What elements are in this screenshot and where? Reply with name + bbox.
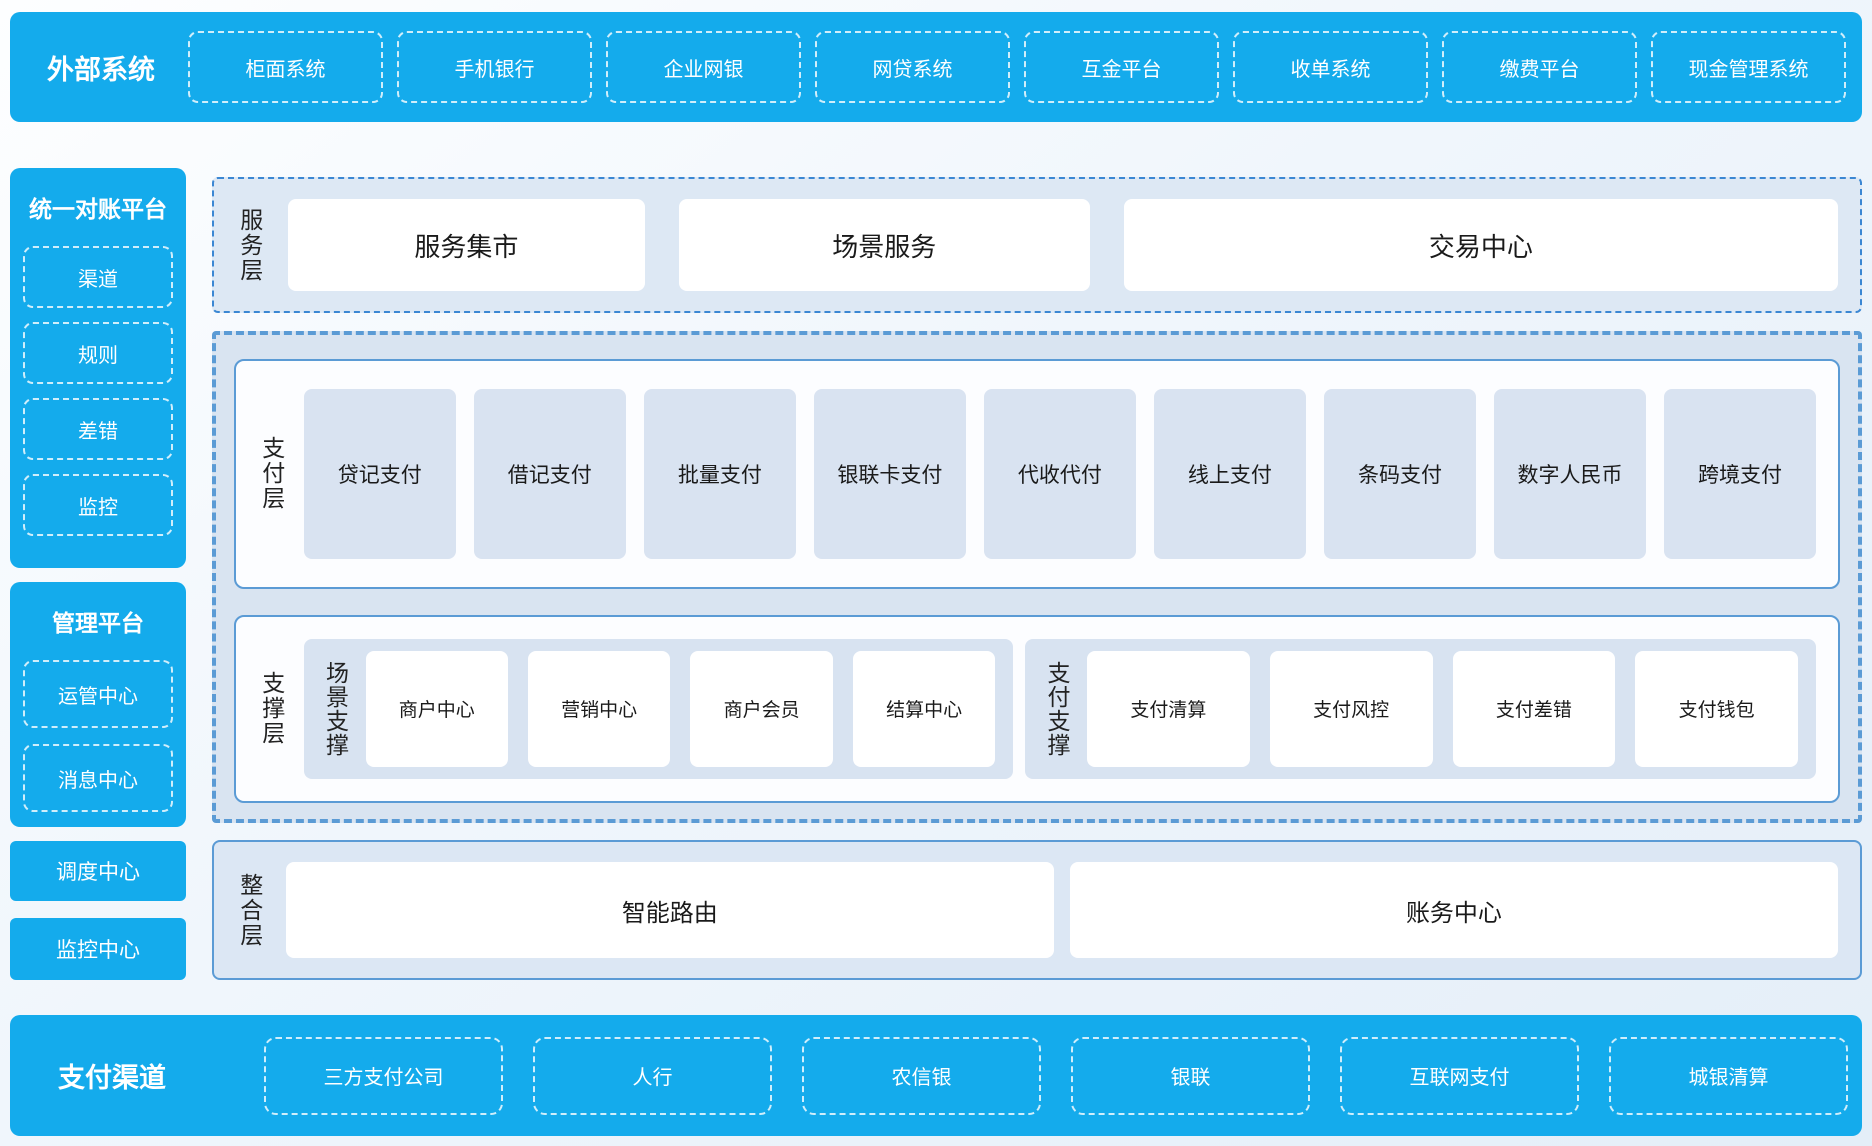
payment-support-label: 支付支撑 (1044, 660, 1071, 757)
external-systems-banner: 外部系统 柜面系统 手机银行 企业网银 网贷系统 互金平台 收单系统 缴费平台 … (10, 12, 1862, 122)
service-box: 服务集市 (287, 199, 645, 291)
reconciliation-item-box: 差错 (23, 398, 173, 460)
external-system-box: 网贷系统 (815, 31, 1010, 103)
payment-layer-label: 支付层 (258, 436, 285, 512)
integration-box: 账务中心 (1069, 862, 1838, 958)
support-layer-label: 支撑层 (258, 671, 285, 747)
reconciliation-platform-panel: 统一对账平台 渠道 规则 差错 监控 (10, 168, 186, 568)
payment-layer-list: 贷记支付 借记支付 批量支付 银联卡支付 代收代付 线上支付 条码支付 数字人民… (303, 389, 1817, 559)
payment-support-box: 支付清算 (1087, 650, 1250, 767)
scene-support-box: 结算中心 (852, 650, 996, 767)
core-layers-container: 支付层 贷记支付 借记支付 批量支付 银联卡支付 代收代付 线上支付 条码支付 … (212, 331, 1862, 823)
payment-support-list: 支付清算 支付风控 支付差错 支付钱包 (1087, 650, 1799, 767)
external-system-box: 互金平台 (1024, 31, 1219, 103)
service-layer-list: 服务集市 场景服务 交易中心 (287, 199, 1839, 291)
external-system-box: 柜面系统 (188, 31, 383, 103)
payment-channels-title: 支付渠道 (58, 1063, 166, 1093)
external-systems-title: 外部系统 (47, 54, 155, 85)
integration-layer-list: 智能路由 账务中心 (285, 862, 1838, 958)
integration-layer-panel: 整合层 智能路由 账务中心 (212, 840, 1862, 980)
payment-layer-panel: 支付层 贷记支付 借记支付 批量支付 银联卡支付 代收代付 线上支付 条码支付 … (234, 359, 1840, 589)
reconciliation-platform-list: 渠道 规则 差错 监控 (23, 246, 173, 536)
service-layer-panel: 服务层 服务集市 场景服务 交易中心 (212, 177, 1862, 313)
management-platform-list: 运管中心 消息中心 (23, 660, 173, 828)
payment-type-box: 代收代付 (983, 389, 1136, 559)
reconciliation-platform-title: 统一对账平台 (29, 196, 167, 222)
management-item-box: 运管中心 (23, 660, 173, 728)
monitor-center-box: 监控中心 (10, 918, 186, 980)
payment-support-box: 支付钱包 (1635, 650, 1799, 767)
payment-channel-box: 银联 (1071, 1036, 1310, 1115)
service-layer-label: 服务层 (236, 207, 263, 283)
external-system-box: 缴费平台 (1442, 31, 1637, 103)
payment-support-box: 支付风控 (1269, 650, 1433, 767)
support-layer-panel: 支撑层 场景支撑 商户中心 营销中心 商户会员 结算中心 支付支撑 (234, 614, 1840, 803)
scene-support-box: 营销中心 (527, 650, 671, 767)
payment-channel-box: 三方支付公司 (264, 1036, 503, 1115)
payment-channels-list: 三方支付公司 人行 农信银 银联 互联网支付 城银清算 (264, 1036, 1848, 1115)
external-system-box: 现金管理系统 (1651, 31, 1846, 103)
management-item-box: 消息中心 (23, 744, 173, 812)
external-system-box: 收单系统 (1233, 31, 1428, 103)
payment-type-box: 银联卡支付 (813, 389, 966, 559)
integration-layer-label: 整合层 (236, 872, 263, 948)
service-box: 场景服务 (678, 199, 1090, 291)
payment-type-box: 批量支付 (643, 389, 796, 559)
payment-channel-box: 互联网支付 (1340, 1036, 1579, 1115)
scene-support-box: 商户中心 (365, 650, 508, 767)
payment-support-group: 支付支撑 支付清算 支付风控 支付差错 支付钱包 (1025, 638, 1816, 779)
payment-channel-box: 人行 (533, 1036, 772, 1115)
external-system-box: 企业网银 (606, 31, 801, 103)
payment-channels-banner: 支付渠道 三方支付公司 人行 农信银 银联 互联网支付 城银清算 (10, 1015, 1862, 1136)
scene-support-box: 商户会员 (690, 650, 833, 767)
payment-channel-box: 城银清算 (1609, 1036, 1848, 1115)
reconciliation-item-box: 渠道 (23, 246, 173, 308)
management-platform-panel: 管理平台 运管中心 消息中心 (10, 582, 186, 827)
dispatch-center-box: 调度中心 (10, 841, 186, 901)
reconciliation-item-box: 监控 (23, 474, 173, 536)
payment-type-box: 贷记支付 (303, 389, 456, 559)
external-systems-list: 柜面系统 手机银行 企业网银 网贷系统 互金平台 收单系统 缴费平台 现金管理系… (188, 31, 1846, 103)
scene-support-label: 场景支撑 (322, 660, 349, 757)
external-system-box: 手机银行 (397, 31, 592, 103)
payment-channel-box: 农信银 (802, 1036, 1041, 1115)
scene-support-group: 场景支撑 商户中心 营销中心 商户会员 结算中心 (303, 638, 1014, 779)
payment-type-box: 跨境支付 (1664, 389, 1817, 559)
scene-support-list: 商户中心 营销中心 商户会员 结算中心 (365, 650, 996, 767)
integration-box: 智能路由 (285, 862, 1054, 958)
payment-type-box: 线上支付 (1153, 389, 1306, 559)
support-groups: 场景支撑 商户中心 营销中心 商户会员 结算中心 支付支撑 (303, 638, 1816, 779)
reconciliation-item-box: 规则 (23, 322, 173, 384)
service-box: 交易中心 (1123, 199, 1839, 291)
payment-type-box: 数字人民币 (1493, 389, 1646, 559)
management-platform-title: 管理平台 (52, 610, 144, 636)
payment-type-box: 借记支付 (473, 389, 626, 559)
payment-support-box: 支付差错 (1452, 650, 1616, 767)
payment-type-box: 条码支付 (1323, 389, 1476, 559)
